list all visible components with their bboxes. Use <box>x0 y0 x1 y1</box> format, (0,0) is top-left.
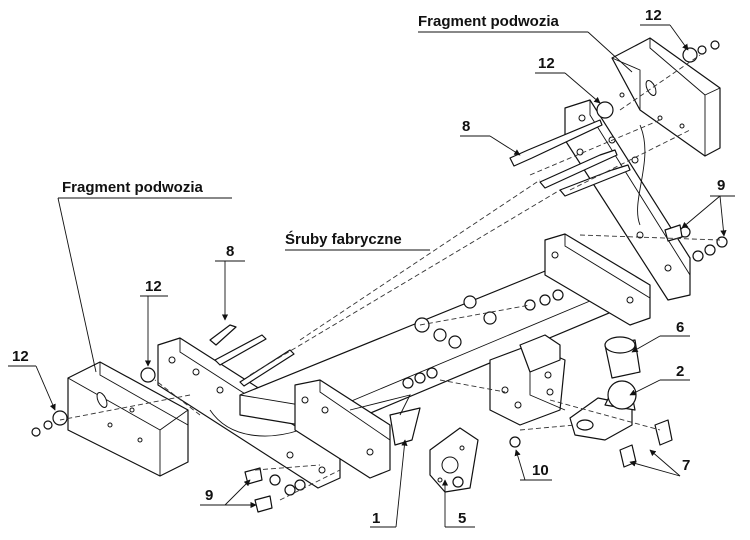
callout-12-left2-text: 12 <box>12 348 29 365</box>
callout-10: 10 <box>514 449 552 481</box>
chassis-fragment-left <box>67 361 189 477</box>
callout-6-text: 6 <box>676 319 684 336</box>
ball-mount-plate <box>489 334 566 426</box>
label-chassis-top-text: Fragment podwozia <box>418 13 559 30</box>
callout-2-text: 2 <box>676 363 684 380</box>
callout-6: 6 <box>631 319 690 353</box>
callout-8-left-text: 8 <box>226 243 234 260</box>
callout-7: 7 <box>629 449 690 477</box>
socket-bracket <box>429 427 479 493</box>
label-chassis-top: Fragment podwozia <box>418 13 633 73</box>
label-factory-bolts: Śruby fabryczne <box>285 230 430 251</box>
bolts-top <box>509 119 631 197</box>
callout-9-right: 9 <box>681 177 735 237</box>
callout-9-right-text: 9 <box>717 177 725 194</box>
callout-12-top1: 12 <box>640 7 689 51</box>
callout-12-top1-text: 12 <box>645 7 662 24</box>
callout-1: 1 <box>370 439 408 528</box>
callout-1-text: 1 <box>372 510 380 527</box>
callout-8-top-text: 8 <box>462 118 470 135</box>
assembly-lines <box>59 54 721 501</box>
label-chassis-left-text: Fragment podwozia <box>62 179 203 196</box>
callout-9-bottom: 9 <box>200 479 257 509</box>
main-crossbar <box>239 233 651 479</box>
callout-8-top: 8 <box>460 118 521 156</box>
callout-5-text: 5 <box>458 510 466 527</box>
label-factory-bolts-text: Śruby fabryczne <box>285 230 402 248</box>
callout-10-text: 10 <box>532 462 549 479</box>
callout-8-left: 8 <box>215 243 245 321</box>
tow-ball <box>569 336 641 441</box>
chassis-fragment-top <box>611 37 721 157</box>
callout-12-left1: 12 <box>140 278 168 367</box>
label-chassis-left: Fragment podwozia <box>57 179 232 373</box>
mounting-bracket-right <box>564 99 691 301</box>
callout-12-top2: 12 <box>535 55 601 104</box>
callout-9-bottom-text: 9 <box>205 487 213 504</box>
callout-2: 2 <box>629 363 690 396</box>
bolts-left <box>209 324 295 387</box>
callout-7-text: 7 <box>682 457 690 474</box>
callout-12-left1-text: 12 <box>145 278 162 295</box>
callout-12-top2-text: 12 <box>538 55 555 72</box>
callout-5: 5 <box>441 479 475 528</box>
callout-12-left2: 12 <box>8 348 56 411</box>
